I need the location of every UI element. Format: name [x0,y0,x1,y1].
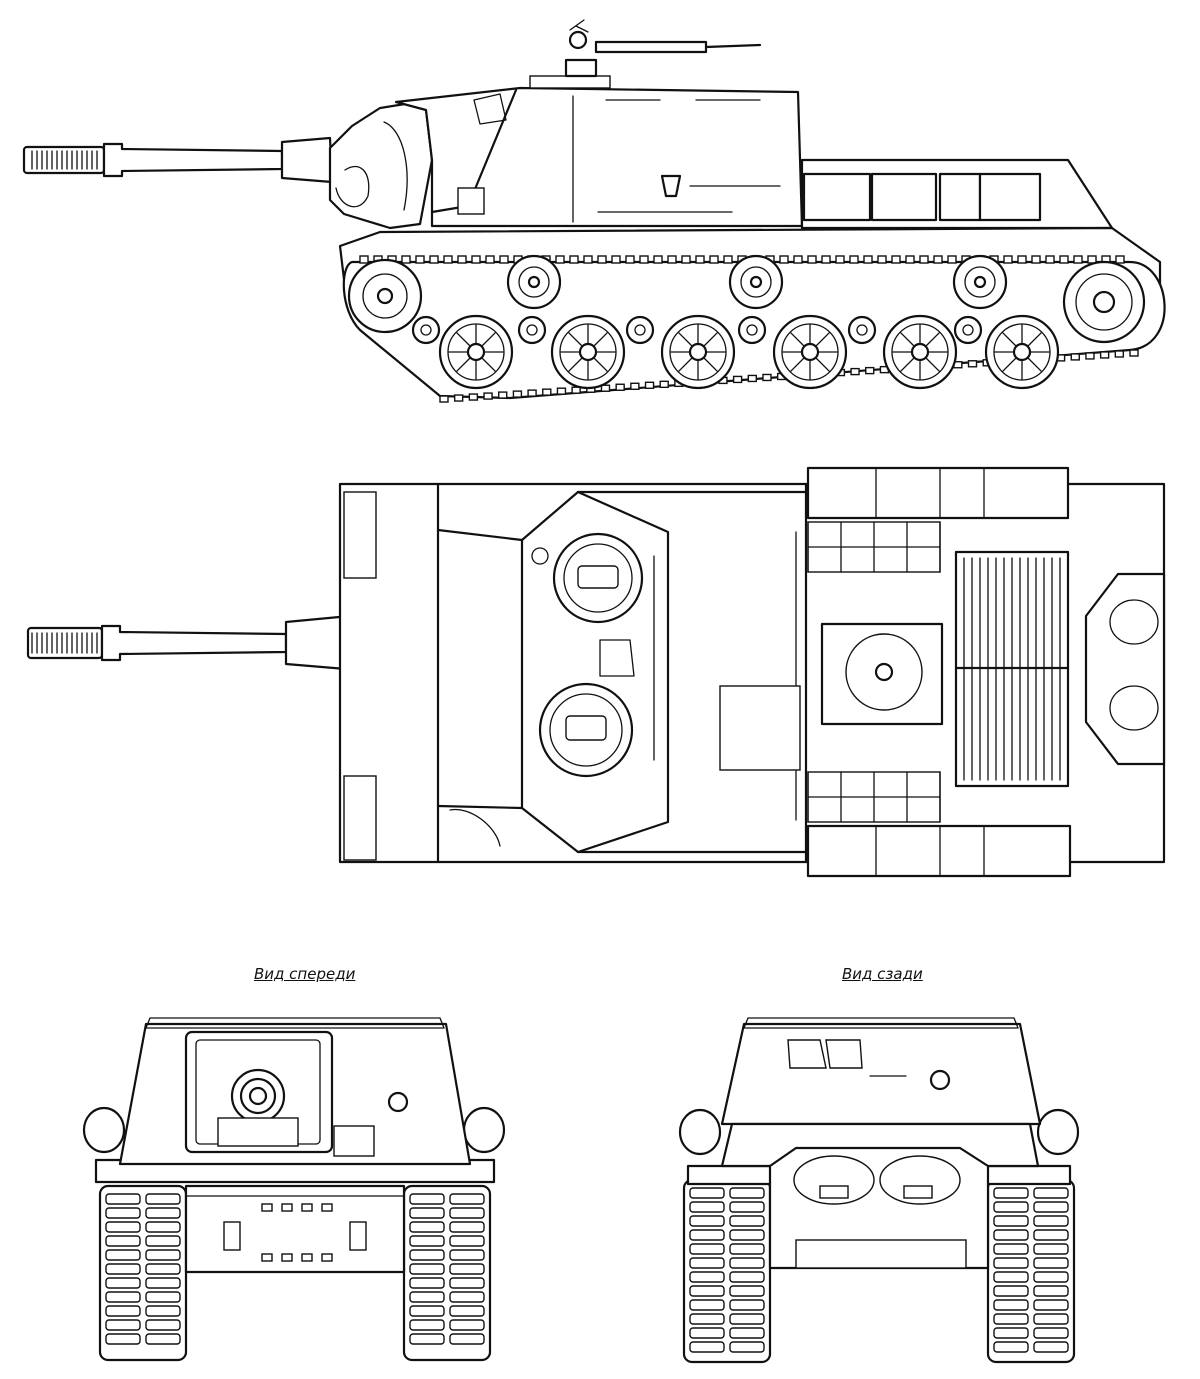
hatch [552,532,644,624]
machine-gun [564,19,762,78]
front-view-caption: Вид спереди [254,965,356,983]
support-roller [953,315,983,345]
hatch [538,682,634,778]
support-roller [847,315,877,345]
support-roller [737,315,767,345]
gun-barrel [26,614,360,672]
side-view [22,19,1166,403]
support-roller [625,315,655,345]
rear-view [678,1017,1080,1364]
casemate [394,86,804,228]
rear-view-caption: Вид сзади [842,965,923,983]
gun-barrel [22,136,334,184]
idler-wheel [347,258,423,334]
support-roller [517,315,547,345]
drive-sprocket [1062,260,1146,344]
gun-mantlet [328,102,434,230]
support-roller [411,315,441,345]
front-view [82,1017,506,1362]
top-view [26,466,1166,878]
